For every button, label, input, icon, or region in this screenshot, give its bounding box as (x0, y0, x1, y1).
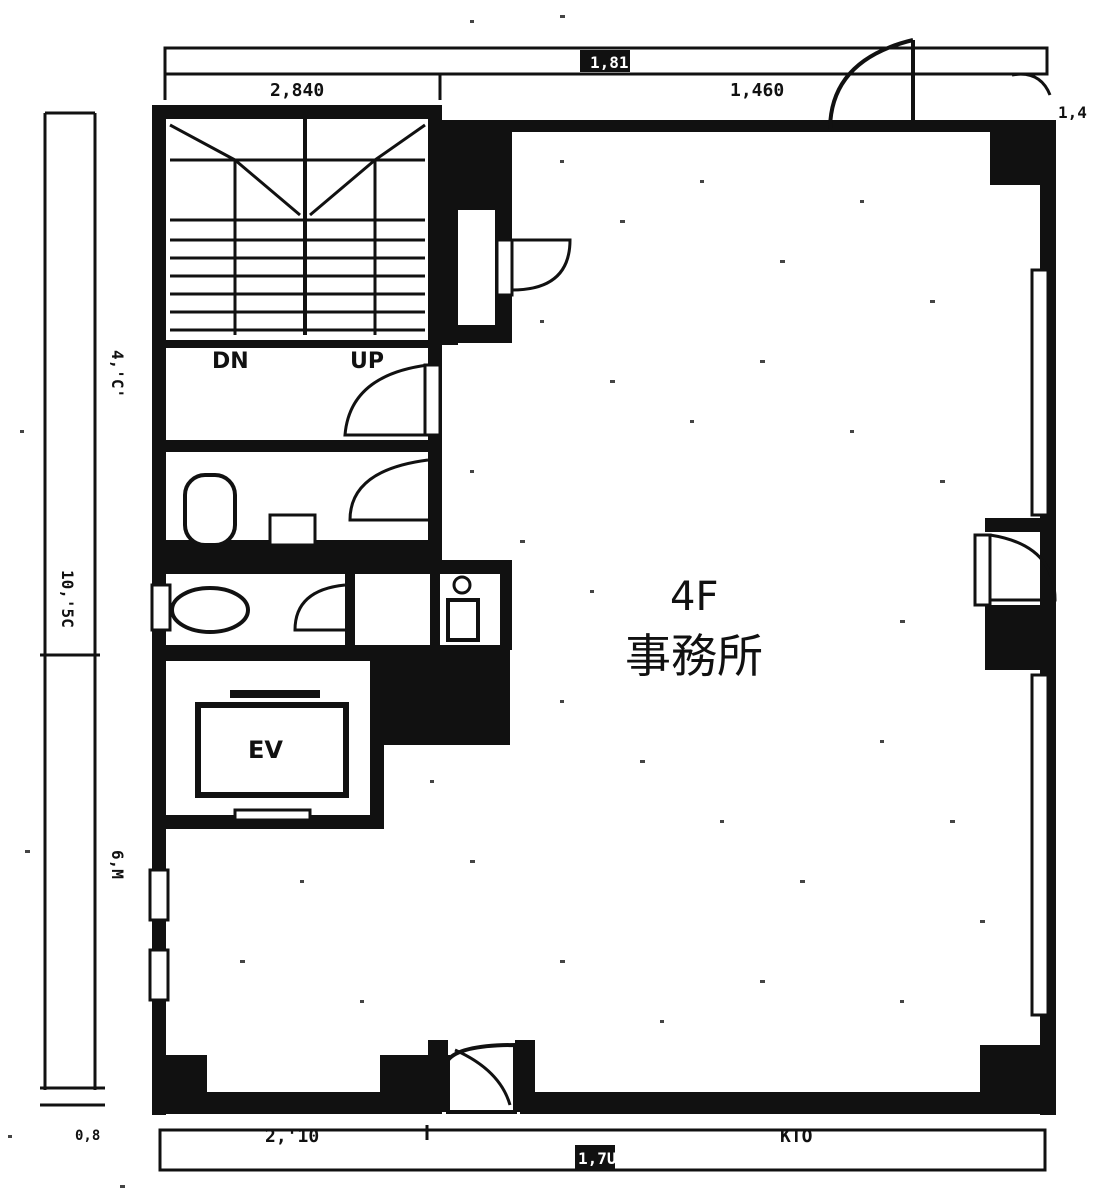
dim-bottom-middle: 1,7U (578, 1149, 617, 1168)
elevator-label: EV (248, 736, 283, 764)
stair-up-label: UP (350, 349, 384, 374)
dim-left-upper: 4,'C' (108, 350, 127, 398)
dim-left-bottom-corner: 0,8 (75, 1128, 100, 1144)
floor-label: 4F (670, 574, 718, 620)
scan-speckles (8, 15, 985, 1188)
stair-door (343, 363, 442, 437)
entrance-door (825, 38, 1052, 132)
windows (148, 268, 1050, 1017)
stair-down-label: DN (212, 349, 249, 374)
labels: DN UP EV 4F 事務所 (212, 349, 763, 764)
dim-top-middle: 1,81 (590, 53, 629, 72)
bottom-door (446, 1042, 517, 1114)
dim-top-right: 1,460 (730, 80, 784, 101)
dimension-labels: 2,840 1,460 1,81 1,4 4,'C' 10,'5C 6,M 0,… (58, 53, 1087, 1168)
shaft (440, 205, 572, 345)
dim-bottom-left: 2,'10 (265, 1126, 319, 1147)
room-label: 事務所 (625, 629, 763, 683)
dim-left-middle: 10,'5C (58, 570, 77, 628)
dimension-lines (40, 46, 1049, 1172)
dim-bottom-right: KTO (780, 1126, 813, 1147)
elevator-shaft (165, 655, 510, 829)
stair-core (165, 105, 442, 452)
stair-treads (169, 123, 426, 335)
dim-top-left: 2,840 (270, 80, 324, 101)
wash-room (165, 450, 442, 560)
side-door (973, 533, 1057, 607)
toilet-row (165, 560, 512, 661)
dim-top-far-right: 1,4 (1058, 103, 1087, 122)
dim-left-lower: 6,M (108, 850, 127, 879)
